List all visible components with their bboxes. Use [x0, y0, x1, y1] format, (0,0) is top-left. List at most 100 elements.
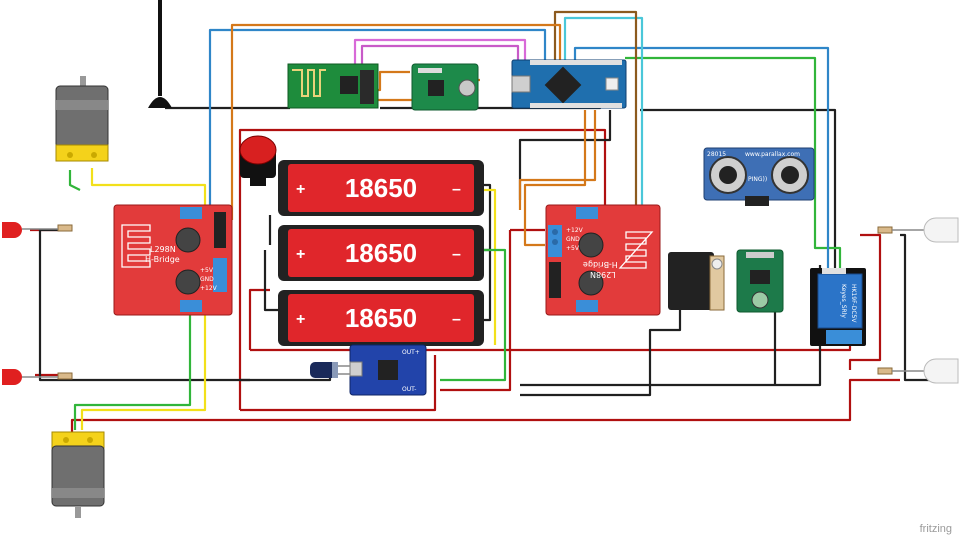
hbridge-heatsink [618, 231, 654, 269]
led-left-bottom [2, 369, 73, 385]
hbridge-subtitle: H-Bridge [145, 255, 180, 264]
ping-site: www.parallax.com [745, 151, 800, 158]
resistor [57, 372, 73, 380]
wire-red-10 [440, 230, 512, 392]
hbridge-title: L298N [150, 245, 176, 254]
wire-blue-1 [208, 28, 547, 210]
switch-leg [250, 178, 266, 186]
motor-terminal-1 [67, 152, 73, 158]
wire-red-1 [238, 128, 607, 410]
hbridge-pins [549, 262, 561, 298]
wire-green-5 [625, 56, 842, 268]
arduino-nano [511, 59, 627, 109]
hbridge-terminal [180, 207, 202, 219]
ping-brand: 28015 [707, 151, 726, 158]
motor-shaft [75, 506, 81, 518]
battery-label: 18650 [345, 303, 417, 333]
h-bridge-right: +12V GND +5V H-Bridge L298N [545, 204, 661, 316]
h-bridge-left: L298N H-Bridge +5V GND +12V [113, 204, 233, 316]
led-body [2, 222, 22, 238]
charger-usb [349, 361, 363, 377]
led-left-top [2, 222, 73, 238]
sensor-pot [751, 291, 769, 309]
buck-screw [458, 79, 476, 97]
servo-tab [709, 255, 725, 311]
relay-pins [822, 268, 846, 274]
battery-label: 18650 [345, 173, 417, 203]
hbridge-cap [175, 269, 201, 295]
wire-black-8 [518, 110, 612, 200]
led-body [923, 217, 959, 243]
hbridge-pin-5v: +5V [566, 245, 580, 252]
battery-plus: + [296, 311, 305, 328]
wire-black-7 [38, 228, 250, 382]
buck-converter-module [411, 63, 479, 111]
wire-red-4 [250, 345, 852, 352]
wire-green-1 [68, 170, 81, 191]
hbridge-pin-gnd: GND [566, 236, 580, 243]
hbridge-board [545, 204, 661, 316]
battery-minus: – [452, 246, 461, 263]
wire-yellow-2 [480, 188, 497, 345]
nano-header-bottom [530, 103, 622, 108]
antenna [148, 0, 172, 108]
hbridge-terminal [576, 207, 598, 219]
hbridge-pin-12v: +12V [200, 285, 218, 292]
relay-module: Keyes_SRly HK19F-DC5V [810, 268, 866, 346]
hbridge-board [113, 204, 233, 316]
wire-blue-2 [573, 46, 830, 268]
servo-motor [668, 252, 725, 311]
motor-terminal-1 [63, 437, 69, 443]
dc-motor-bottom [51, 431, 105, 518]
battery-minus: – [452, 181, 461, 198]
sensor-module [736, 249, 784, 313]
nano-button [605, 77, 619, 91]
relay-cube [817, 273, 863, 329]
hbridge-terminal [576, 300, 598, 312]
hbridge-title: L298N [590, 270, 616, 279]
wire-green-3 [440, 248, 507, 382]
hbridge-pin-12v: +12V [566, 227, 584, 234]
led-body [923, 358, 959, 384]
servo-body [668, 252, 714, 310]
battery-minus: – [452, 311, 461, 328]
wire-black-9 [640, 108, 837, 268]
charger-chip [378, 360, 398, 380]
ping-label: PING)) [748, 176, 767, 183]
battery-plus: + [296, 246, 305, 263]
wire-black-4 [263, 250, 280, 312]
buck-pins [418, 68, 442, 73]
antenna-rod [158, 0, 162, 96]
motor-body [55, 85, 109, 149]
resistor [877, 226, 893, 234]
battery-1: + 18650 – [278, 160, 484, 216]
led-right-top [877, 217, 959, 243]
sensor-pins [746, 252, 774, 258]
hbridge-pin-5v: +5V [200, 267, 214, 274]
power-switch [239, 135, 277, 186]
hbridge-subtitle: H-Bridge [583, 260, 618, 269]
sensor-chip [750, 270, 770, 284]
ping-pins [745, 196, 769, 206]
motor-shaft [80, 76, 86, 86]
switch-cap [239, 135, 277, 165]
nano-usb [511, 75, 531, 93]
motor-terminal-2 [91, 152, 97, 158]
wire-pink-1 [353, 38, 527, 80]
resistor [57, 224, 73, 232]
wire-orange-1 [230, 23, 562, 220]
ultrasonic-sensor: 28015 www.parallax.com PING)) [703, 147, 815, 206]
wire-red-5 [240, 355, 437, 412]
battery-2: + 18650 – [278, 225, 484, 281]
hbridge-heatsink [121, 224, 151, 268]
hbridge-cap [578, 232, 604, 258]
motor-terminal-2 [87, 437, 93, 443]
capacitor-body [310, 362, 338, 378]
buck-chip [428, 80, 444, 96]
wire-red-3 [70, 378, 900, 440]
fritzing-watermark: fritzing [920, 523, 952, 535]
hbridge-cap [175, 227, 201, 253]
charger-out-minus: OUT- [402, 386, 416, 393]
led-right-bottom [877, 358, 959, 384]
